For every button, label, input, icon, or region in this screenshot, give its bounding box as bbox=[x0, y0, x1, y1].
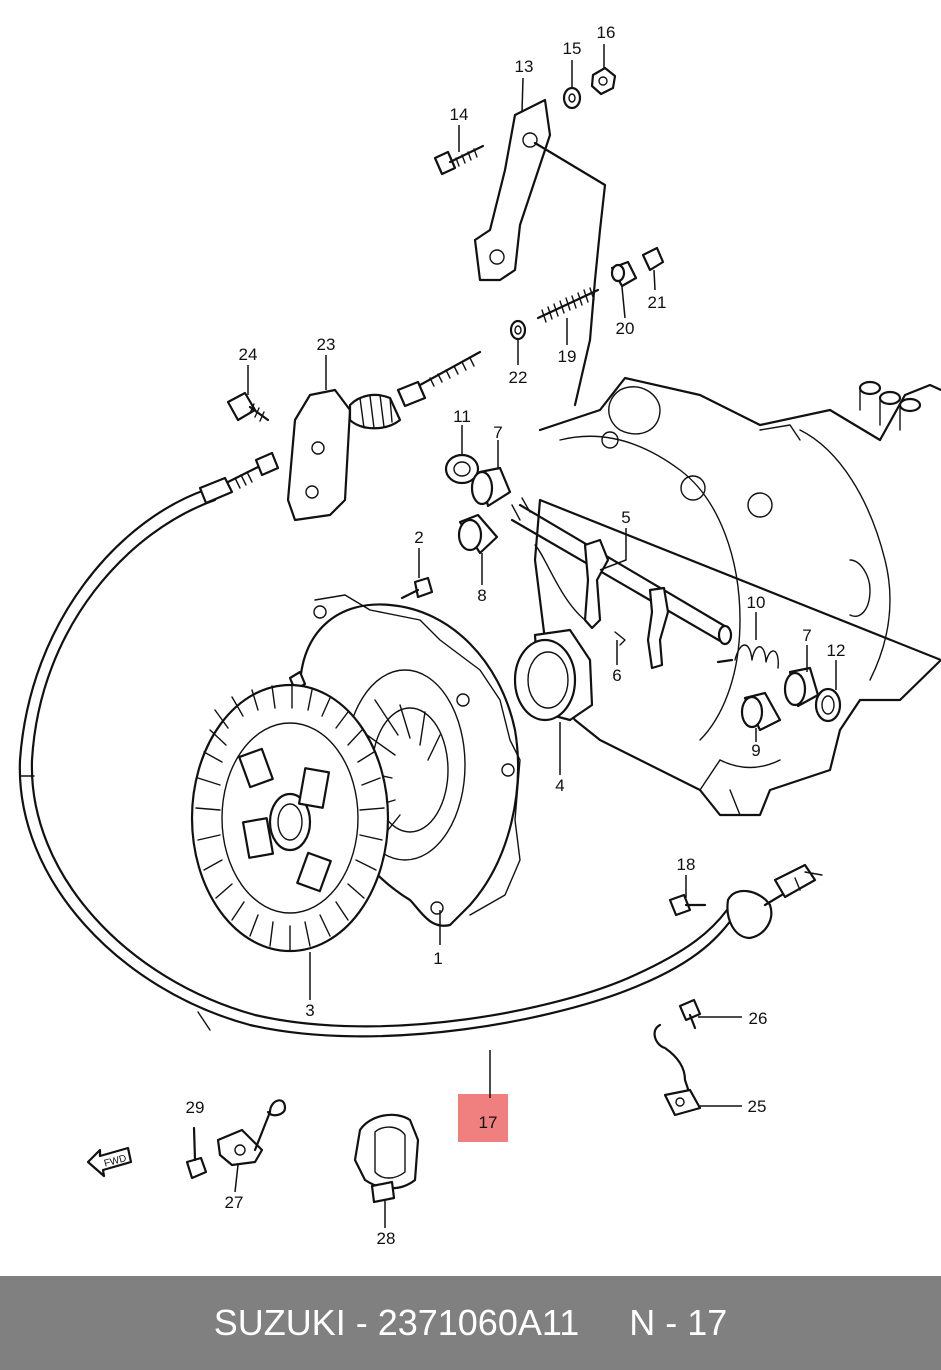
part-labels: 1 2 3 4 5 6 7 7 8 9 10 11 12 13 14 15 16… bbox=[186, 23, 846, 1248]
part-number: 2371060A11 bbox=[377, 1302, 580, 1343]
bushing-7-lower bbox=[783, 666, 820, 708]
bushing-8 bbox=[457, 513, 499, 555]
nut-21 bbox=[641, 246, 665, 272]
release-shaft-5 bbox=[510, 497, 733, 670]
fwd-arrow-icon: FWD bbox=[86, 1146, 133, 1178]
bushing-7-upper bbox=[470, 466, 512, 508]
clamp-28 bbox=[353, 1113, 420, 1204]
label-22: 22 bbox=[509, 368, 528, 387]
spring-10 bbox=[716, 644, 779, 669]
label-2: 2 bbox=[414, 528, 423, 547]
bracket-27 bbox=[216, 1099, 287, 1167]
label-29: 29 bbox=[186, 1098, 205, 1117]
highlight-box-17[interactable] bbox=[458, 1094, 508, 1142]
washer-22 bbox=[509, 319, 527, 341]
label-7-upper: 7 bbox=[493, 423, 502, 442]
washer-15 bbox=[562, 86, 582, 110]
bolt-29 bbox=[185, 1126, 208, 1180]
position-code: N - 17 bbox=[629, 1302, 728, 1343]
leader-lines bbox=[234, 44, 837, 1228]
label-16: 16 bbox=[597, 23, 616, 42]
label-4: 4 bbox=[555, 776, 564, 795]
label-5: 5 bbox=[621, 508, 630, 527]
label-17[interactable]: 17 bbox=[479, 1113, 498, 1132]
part-info-footer: SUZUKI - 2371060A11 N - 17 bbox=[0, 1276, 941, 1370]
label-23: 23 bbox=[317, 335, 336, 354]
release-bracket bbox=[473, 98, 607, 407]
label-14: 14 bbox=[450, 105, 469, 124]
label-28: 28 bbox=[377, 1229, 396, 1248]
label-20: 20 bbox=[616, 319, 635, 338]
label-3: 3 bbox=[305, 1001, 314, 1020]
bushing-9 bbox=[740, 691, 782, 732]
transmission-housing bbox=[533, 376, 941, 817]
spring-19 bbox=[536, 287, 600, 323]
label-26: 26 bbox=[749, 1009, 768, 1028]
bolt-24 bbox=[226, 391, 270, 422]
bolt-2 bbox=[400, 576, 434, 600]
parts-diagram: FWD 1 2 3 4 5 bbox=[18, 23, 941, 1248]
label-21: 21 bbox=[648, 293, 667, 312]
separator: - bbox=[345, 1302, 378, 1343]
label-11: 11 bbox=[453, 407, 471, 426]
label-24: 24 bbox=[239, 345, 258, 364]
bolt-14 bbox=[433, 144, 485, 176]
label-1: 1 bbox=[433, 949, 442, 968]
brand-name: SUZUKI bbox=[213, 1302, 346, 1343]
cable-bracket-23 bbox=[286, 350, 482, 522]
clip-25 bbox=[653, 1023, 702, 1117]
label-8: 8 bbox=[477, 586, 486, 605]
release-bearing-4 bbox=[513, 628, 594, 722]
bolt-26 bbox=[678, 998, 702, 1030]
label-19: 19 bbox=[558, 347, 577, 366]
label-10: 10 bbox=[747, 593, 766, 612]
seal-12 bbox=[814, 687, 842, 723]
label-27: 27 bbox=[225, 1193, 244, 1212]
label-18: 18 bbox=[677, 855, 696, 874]
clutch-disc-3 bbox=[190, 683, 390, 953]
nut-16 bbox=[590, 66, 617, 96]
bolt-18 bbox=[668, 893, 707, 917]
label-12: 12 bbox=[827, 641, 846, 660]
label-9: 9 bbox=[751, 741, 760, 760]
clutch-cable-17 bbox=[18, 451, 823, 1038]
spacer bbox=[579, 1302, 629, 1344]
label-25: 25 bbox=[748, 1097, 767, 1116]
label-15: 15 bbox=[563, 39, 582, 58]
label-7-lower: 7 bbox=[802, 626, 811, 645]
label-13: 13 bbox=[515, 57, 534, 76]
label-6: 6 bbox=[612, 666, 621, 685]
